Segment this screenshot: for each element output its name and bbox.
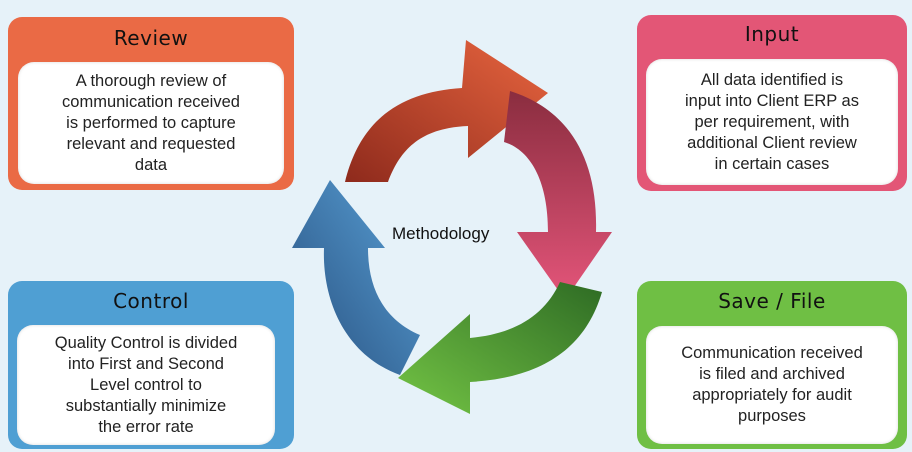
control-arrow bbox=[292, 180, 420, 375]
input-description: All data identified is input into Client… bbox=[646, 59, 898, 185]
review-arrow bbox=[345, 40, 548, 182]
input-arrow bbox=[504, 91, 612, 300]
center-label: Methodology bbox=[392, 224, 490, 243]
input-card: Input All data identified is input into … bbox=[637, 15, 907, 191]
review-title: Review bbox=[113, 26, 189, 50]
save-file-title: Save / File bbox=[718, 289, 826, 313]
control-description: Quality Control is divided into First an… bbox=[17, 325, 275, 445]
control-title: Control bbox=[113, 289, 189, 313]
save-arrow bbox=[398, 282, 602, 414]
review-description: A thorough review of communication recei… bbox=[18, 62, 284, 184]
control-card: Control Quality Control is divided into … bbox=[8, 281, 294, 449]
review-card: Review A thorough review of communicatio… bbox=[8, 17, 294, 190]
save-file-card: Save / File Communication received is fi… bbox=[637, 281, 907, 449]
methodology-cycle bbox=[292, 40, 612, 414]
input-title: Input bbox=[744, 22, 800, 46]
save-file-description: Communication received is filed and arch… bbox=[646, 326, 898, 444]
